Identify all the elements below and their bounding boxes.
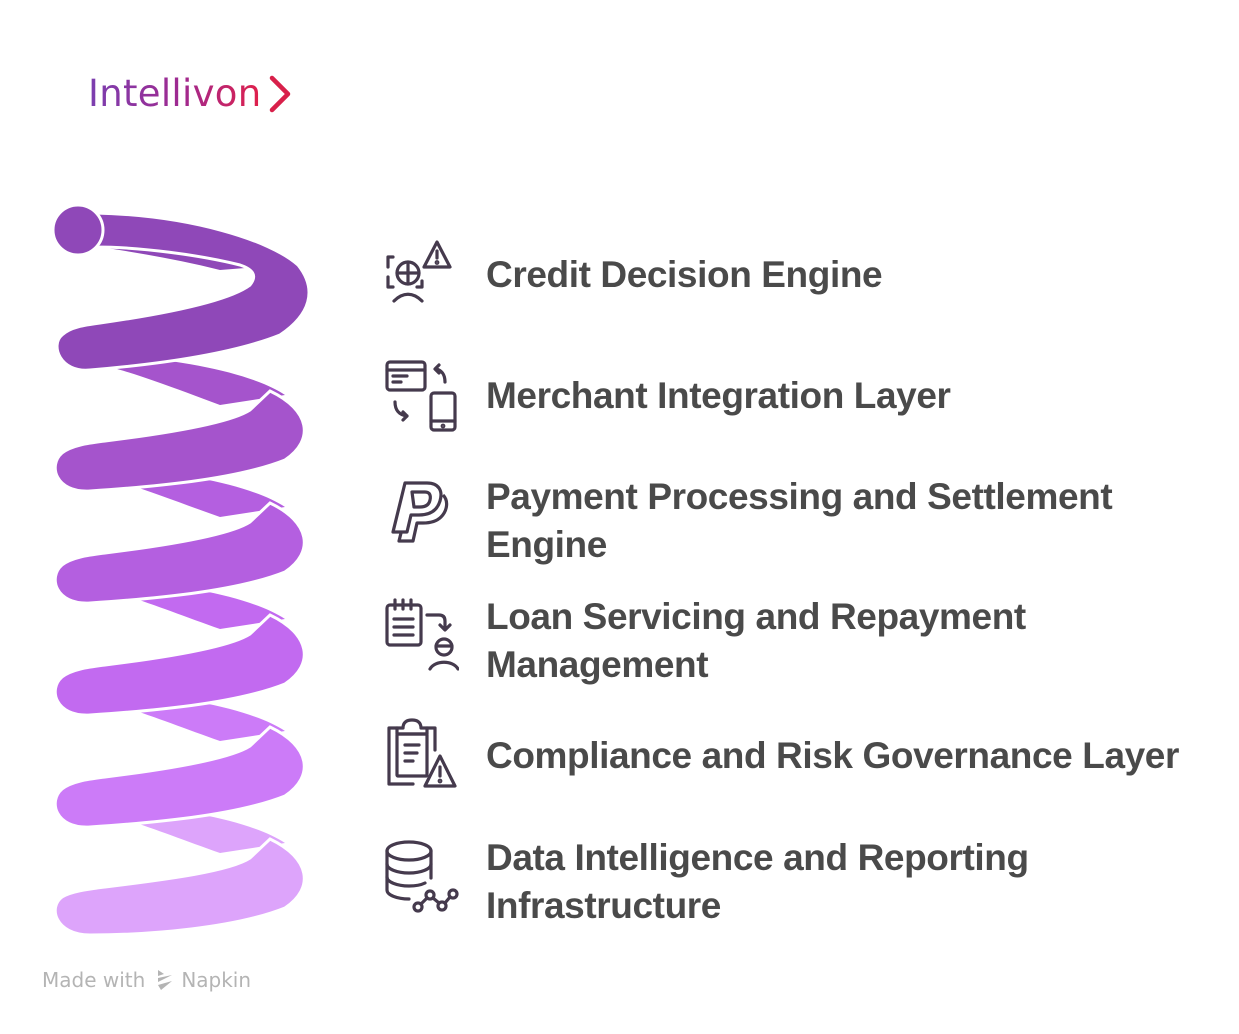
paypal-icon xyxy=(383,477,459,553)
item-label: Credit Decision Engine xyxy=(486,254,883,295)
globe-scan-warning-icon xyxy=(383,237,459,313)
list-item-compliance: Compliance and Risk Governance Layer xyxy=(383,718,1179,794)
made-with-napkin-footer: Made with Napkin xyxy=(42,968,251,992)
list-item-credit-decision: Credit Decision Engine xyxy=(383,237,883,313)
made-with-text: Made with xyxy=(42,968,146,992)
item-label: Payment Processing and Settlement Engine xyxy=(486,476,1113,565)
chevron-right-icon xyxy=(270,75,291,113)
item-label: Merchant Integration Layer xyxy=(486,375,951,416)
item-label: Loan Servicing and Repayment Management xyxy=(486,596,1026,685)
list-item-merchant-integration: Merchant Integration Layer xyxy=(383,358,951,434)
spiral-graphic xyxy=(51,203,311,937)
spiral-front-strands xyxy=(51,203,311,937)
brand-logo: Intellivon xyxy=(88,70,293,118)
list-item-data-intelligence: Data Intelligence and Reporting Infrastr… xyxy=(383,837,1029,926)
list-item-payment-processing: Payment Processing and Settlement Engine xyxy=(383,476,1113,565)
item-label: Compliance and Risk Governance Layer xyxy=(486,735,1179,776)
list-item-loan-servicing: Loan Servicing and Repayment Management xyxy=(383,596,1026,685)
item-label: Data Intelligence and Reporting Infrastr… xyxy=(486,837,1029,926)
napkin-text: Napkin xyxy=(181,968,252,992)
card-to-mobile-sync-icon xyxy=(383,358,459,434)
database-network-icon xyxy=(383,838,459,914)
notepad-to-user-icon xyxy=(383,597,459,673)
brand-name: Intellivon xyxy=(88,70,261,118)
napkin-logo-icon xyxy=(158,970,173,990)
clipboard-warning-icon xyxy=(383,718,459,794)
